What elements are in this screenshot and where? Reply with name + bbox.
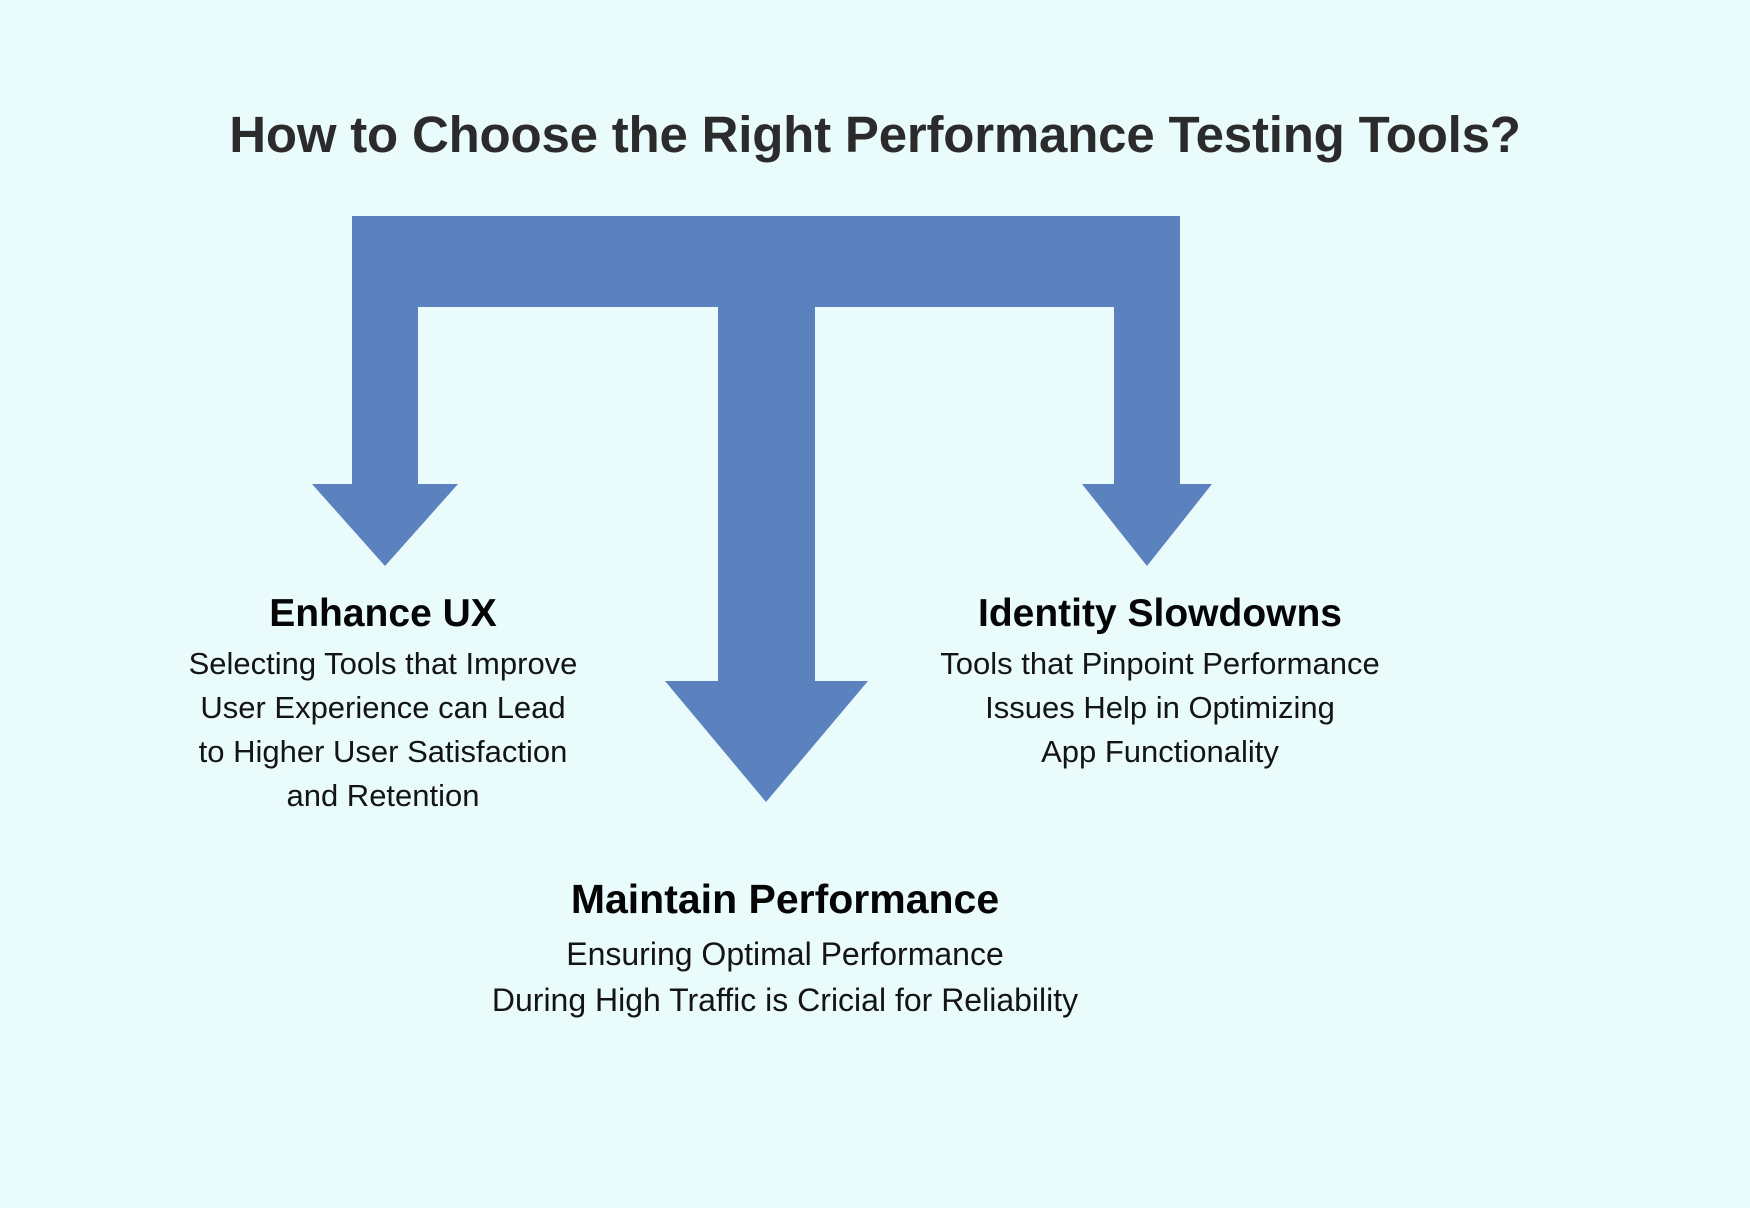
- branch-body-line: Issues Help in Optimizing: [985, 689, 1335, 725]
- page-title: How to Choose the Right Performance Test…: [229, 106, 1521, 163]
- arrow-left-head: [312, 484, 458, 566]
- arrow-right-shaft: [1114, 216, 1180, 486]
- arrow-left-shaft: [352, 216, 418, 486]
- branch-body-line: and Retention: [286, 777, 480, 813]
- branch-body-line: Tools that Pinpoint Performance: [940, 645, 1380, 681]
- branch-identity-slowdowns: Identity Slowdowns Tools that Pinpoint P…: [860, 592, 1460, 774]
- branch-heading: Identity Slowdowns: [977, 592, 1342, 635]
- branch-heading: Maintain Performance: [570, 876, 1000, 922]
- branch-body-line: to Higher User Satisfaction: [198, 733, 568, 769]
- arrow-crossbar: [352, 216, 1180, 307]
- arrow-right-head: [1082, 484, 1212, 566]
- branch-heading: Enhance UX: [269, 592, 497, 635]
- branch-body-line: Selecting Tools that Improve: [188, 645, 578, 681]
- branch-maintain-performance: Maintain Performance Ensuring Optimal Pe…: [390, 876, 1180, 1023]
- arrow-center-head: [665, 681, 868, 802]
- arrow-center-shaft: [718, 216, 815, 683]
- branch-body-line: Ensuring Optimal Performance: [566, 935, 1004, 972]
- branch-body-line: During High Traffic is Cricial for Relia…: [491, 981, 1079, 1018]
- branch-body-line: User Experience can Lead: [200, 689, 566, 725]
- branch-body-line: App Functionality: [1041, 733, 1279, 769]
